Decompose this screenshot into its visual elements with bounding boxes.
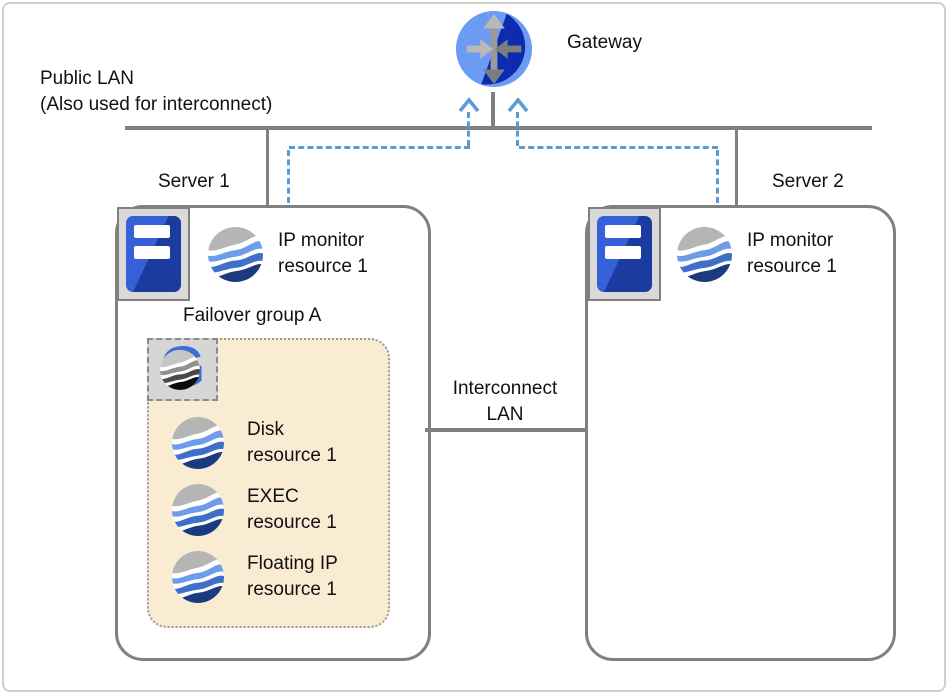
server2-icon xyxy=(588,207,661,301)
server1-monitor-arrow-icon xyxy=(458,97,480,113)
server1-ip-monitor-label: IP monitor resource 1 xyxy=(278,230,368,277)
gateway-router-icon xyxy=(455,10,533,88)
server1-monitor-dash-vertical xyxy=(287,150,290,203)
failover-group-sphere-icon xyxy=(160,350,200,390)
server2-lan-drop-line xyxy=(735,128,738,205)
server2-tower-icon xyxy=(597,216,652,292)
server1-tower-icon xyxy=(126,216,181,292)
server2-monitor-dash-vertical xyxy=(716,150,719,203)
failover-group-icon: G xyxy=(147,338,218,401)
server2-monitor-arrow-icon xyxy=(507,97,529,113)
server2-ip-monitor-icon xyxy=(677,227,732,282)
public-lan-label: Public LAN (Also used for interconnect) xyxy=(40,66,272,118)
server2-ip-monitor-label: IP monitor resource 1 xyxy=(747,230,837,277)
interconnect-lan-label: Interconnect LAN xyxy=(452,378,558,425)
server1-lan-drop-line xyxy=(266,128,269,205)
server1-icon xyxy=(117,207,190,301)
server1-monitor-dash-riser xyxy=(467,112,470,146)
floating-ip-resource-icon xyxy=(172,551,224,603)
disk-resource-icon xyxy=(172,417,224,469)
exec-resource-label: EXEC resource 1 xyxy=(247,486,337,533)
exec-resource-icon xyxy=(172,484,224,536)
gateway-stem-line xyxy=(491,92,495,128)
failover-group-label: Failover group A xyxy=(183,305,322,326)
interconnect-lan-line xyxy=(425,428,585,432)
public-lan-line2: (Also used for interconnect) xyxy=(40,94,273,115)
server2-monitor-dash-horizontal xyxy=(519,146,718,149)
server2-label: Server 2 xyxy=(772,171,844,192)
server1-label: Server 1 xyxy=(158,171,230,192)
public-lan-line xyxy=(125,126,872,130)
floating-ip-resource-label: Floating IP resource 1 xyxy=(247,553,338,600)
public-lan-line1: Public LAN xyxy=(40,68,134,89)
server1-monitor-dash-horizontal xyxy=(289,146,470,149)
disk-resource-label: Disk resource 1 xyxy=(247,419,337,466)
server2-monitor-dash-riser xyxy=(516,112,519,146)
gateway-label: Gateway xyxy=(567,32,642,53)
server1-ip-monitor-icon xyxy=(208,227,263,282)
